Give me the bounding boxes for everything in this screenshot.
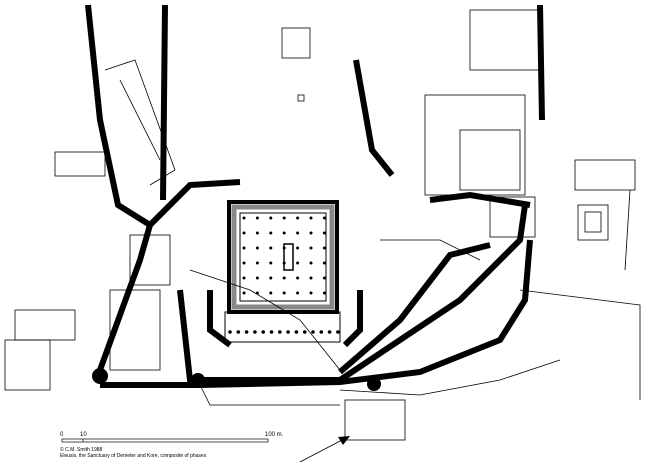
column — [322, 246, 326, 250]
portico-column — [253, 330, 257, 334]
column — [322, 276, 326, 280]
column — [322, 291, 326, 295]
scale-label-0: 0 — [60, 432, 64, 438]
column — [242, 216, 246, 220]
column — [322, 216, 326, 220]
portico-column — [236, 330, 241, 334]
thin-walls — [4, 9, 641, 441]
portico-column — [228, 330, 232, 334]
column — [296, 216, 300, 220]
portico-column — [294, 330, 299, 334]
column — [242, 231, 246, 235]
portico-column — [244, 330, 249, 334]
column — [322, 231, 326, 235]
column — [309, 261, 313, 265]
column — [242, 261, 246, 265]
column — [309, 291, 313, 295]
north-arrow-icon — [299, 436, 350, 463]
scale-bar — [61, 438, 269, 443]
column — [242, 246, 246, 250]
column — [282, 291, 286, 295]
portico-column — [269, 330, 274, 334]
column — [282, 216, 286, 220]
portico-column — [278, 330, 282, 334]
column — [309, 216, 313, 220]
portico-column — [336, 330, 340, 334]
column — [309, 231, 313, 235]
column — [282, 276, 286, 280]
column — [296, 276, 300, 280]
column — [269, 246, 273, 250]
credit: © C.M. Smith 1988 — [60, 447, 103, 453]
column — [255, 231, 259, 235]
column — [296, 291, 300, 295]
portico-column — [302, 330, 307, 334]
column — [269, 216, 273, 220]
scale-label-10: 10 — [80, 432, 87, 438]
column — [309, 276, 313, 280]
column — [269, 231, 273, 235]
column — [255, 246, 259, 250]
column — [269, 291, 273, 295]
circular-towers — [92, 368, 381, 391]
column — [242, 291, 246, 295]
portico-column — [261, 330, 266, 334]
column — [296, 231, 300, 235]
column — [322, 261, 326, 265]
portico-column — [319, 330, 324, 334]
column — [255, 276, 259, 280]
scale-label-100: 100 m. — [265, 432, 284, 438]
column — [282, 231, 286, 235]
column — [309, 246, 313, 250]
column — [242, 276, 246, 280]
telesterion — [224, 200, 341, 343]
telesterion-columns — [242, 216, 326, 295]
column — [255, 261, 259, 265]
column — [255, 216, 259, 220]
column — [296, 246, 300, 250]
portico-column — [327, 330, 332, 334]
portico-column — [286, 330, 290, 334]
portico-column — [311, 330, 315, 334]
column — [269, 276, 273, 280]
column — [269, 261, 273, 265]
column — [296, 261, 300, 265]
plan-title: Eleusis, the Sanctuary of Demeter and Ko… — [60, 453, 207, 459]
